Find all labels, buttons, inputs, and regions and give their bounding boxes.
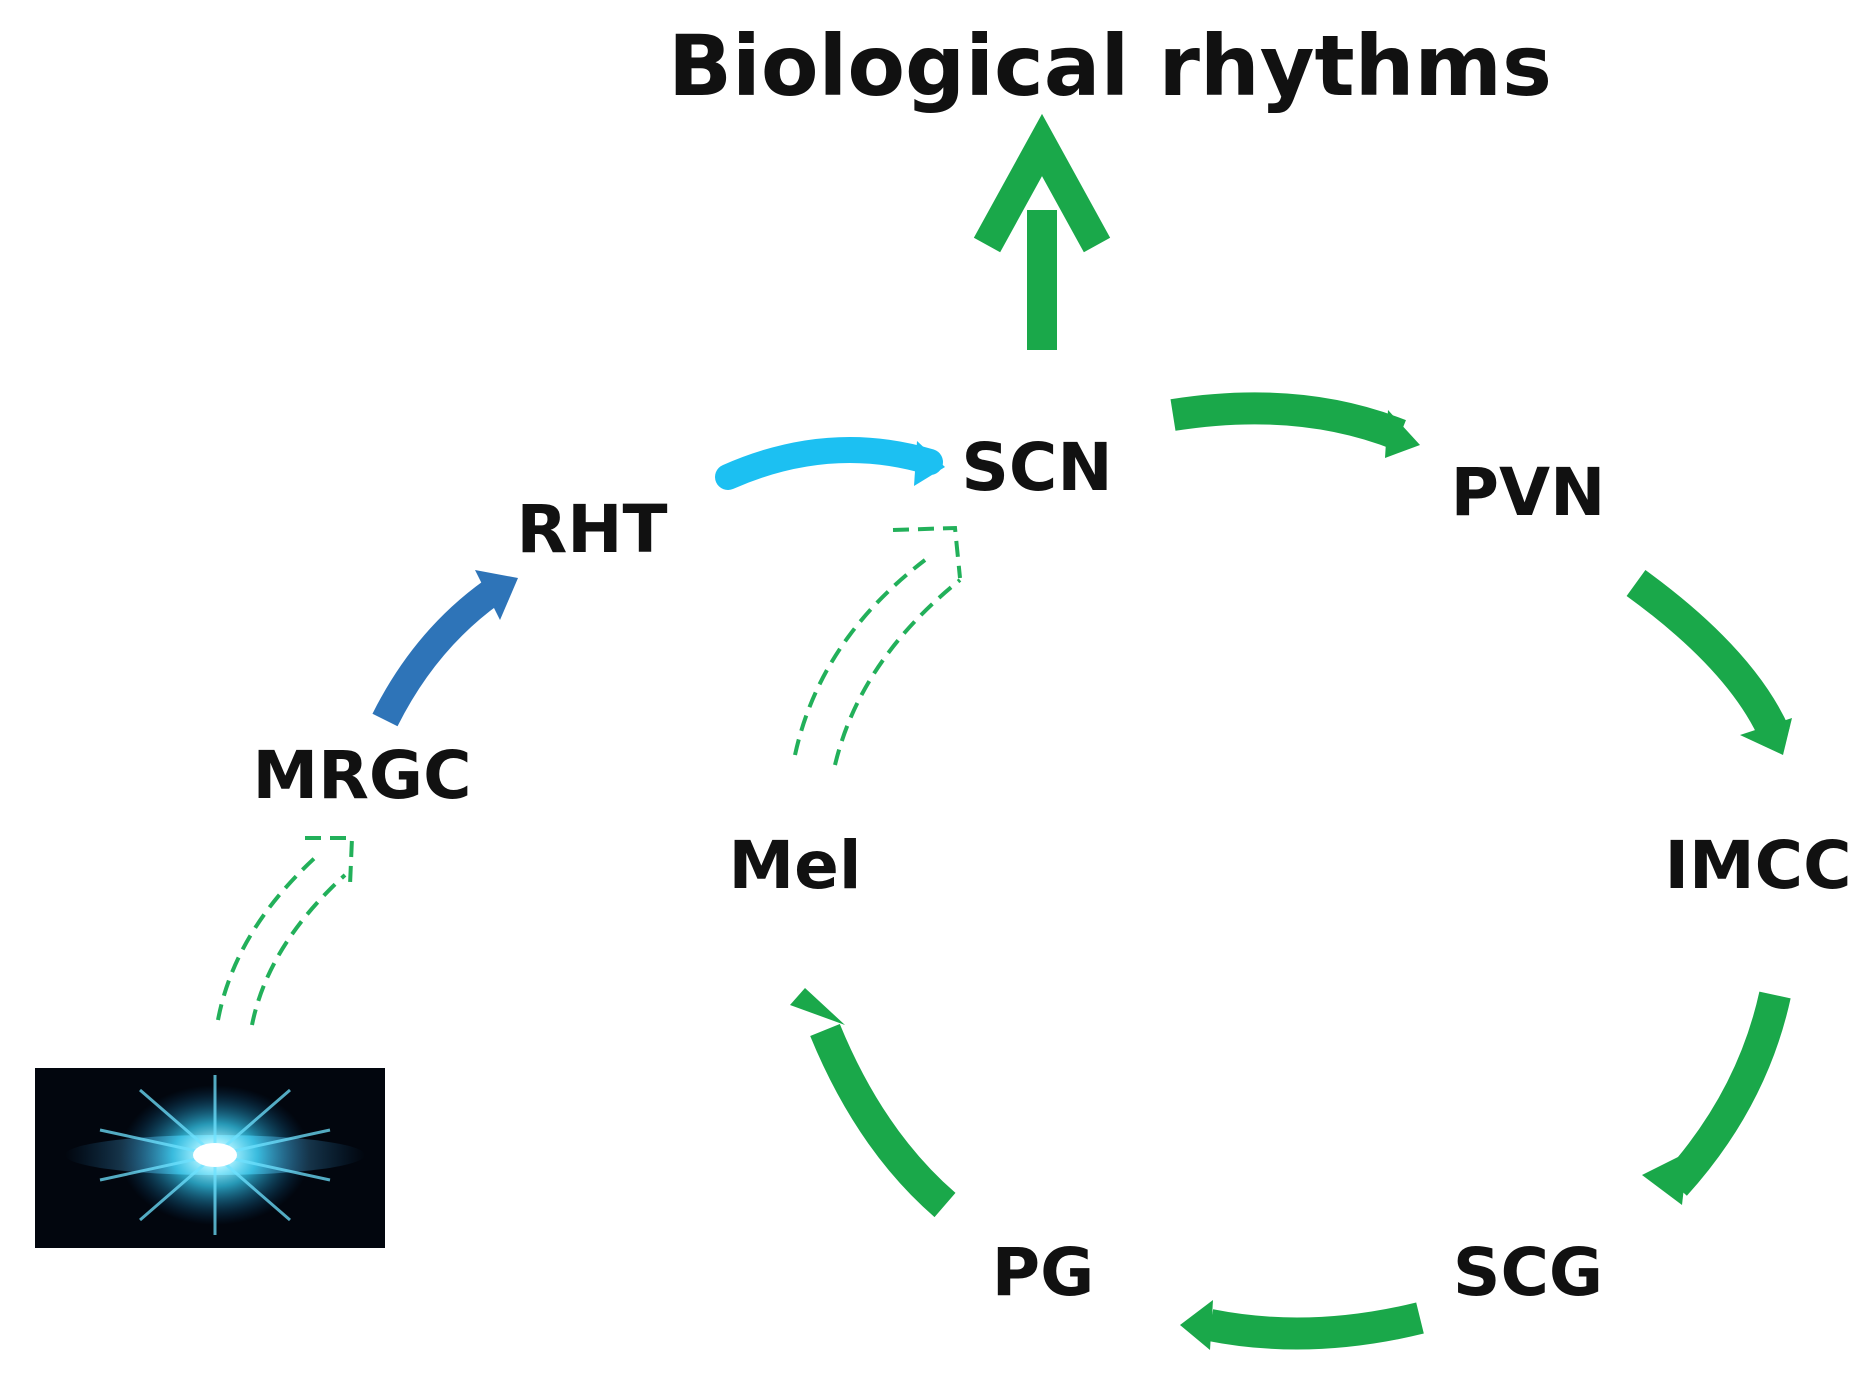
arrow-light-to-mrgc (216, 836, 355, 1026)
arrow-pg-to-mel (790, 988, 956, 1218)
node-pg: PG (992, 1234, 1095, 1311)
arrow-scn-to-rhythms (973, 113, 1111, 350)
node-scg: SCG (1453, 1234, 1603, 1311)
arrow-mel-to-scn (793, 525, 962, 766)
node-scn: SCN (961, 429, 1112, 506)
node-rht: RHT (516, 491, 667, 568)
node-mel: Mel (728, 827, 861, 904)
node-pvn: PVN (1451, 454, 1606, 531)
arrow-scg-to-pg (1180, 1300, 1424, 1350)
node-imcc: IMCC (1664, 827, 1851, 904)
node-mrgc: MRGC (252, 737, 471, 814)
arrow-rht-to-scn (715, 437, 945, 490)
arrow-mrgc-to-rht (372, 570, 518, 727)
arrow-scn-to-pvn (1170, 392, 1420, 458)
light-source (35, 1068, 385, 1248)
arrow-pvn-to-imcc (1626, 570, 1792, 755)
diagram-title: Biological rhythms (668, 17, 1552, 115)
arrow-imcc-to-scg (1642, 991, 1791, 1205)
